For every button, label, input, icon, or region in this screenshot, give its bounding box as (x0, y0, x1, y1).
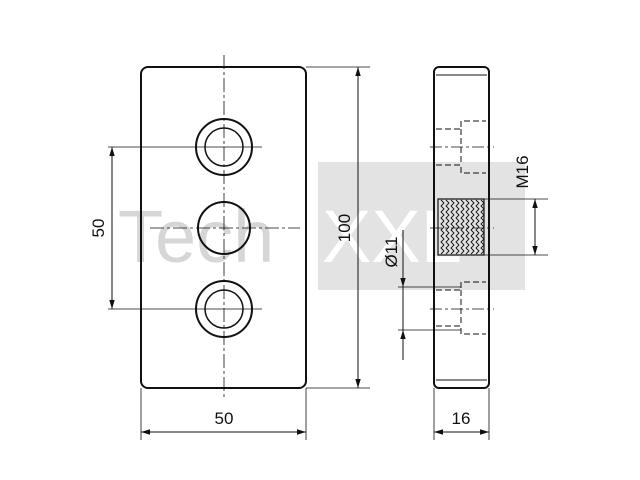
thread-line (450, 199, 455, 255)
side-outline (433, 66, 490, 389)
label-thickness: 16 (452, 409, 471, 428)
thread-line (465, 199, 470, 255)
counterbore-bottom (195, 280, 253, 338)
side-view (398, 66, 548, 440)
label-hole-spacing: 50 (89, 219, 108, 238)
thread-hatching (440, 199, 485, 255)
thread-line (475, 199, 480, 255)
label-height: 100 (335, 214, 354, 242)
counterbore-top (195, 118, 253, 176)
thread-line (445, 199, 450, 255)
thread-line (480, 199, 485, 255)
bore-top (204, 127, 244, 167)
front-view (108, 55, 370, 440)
label-width: 50 (215, 409, 234, 428)
bore-bottom (204, 289, 244, 329)
watermark: Tech XXL (118, 162, 525, 290)
label-bore: Ø11 (382, 237, 401, 268)
thread-line (440, 199, 445, 255)
thread-hole-center (197, 201, 251, 255)
watermark-box (318, 162, 525, 290)
thread-line (455, 199, 460, 255)
label-thread: M16 (513, 155, 532, 188)
thread-line (470, 199, 475, 255)
plate-outline (140, 66, 307, 389)
thread-line (460, 199, 465, 255)
